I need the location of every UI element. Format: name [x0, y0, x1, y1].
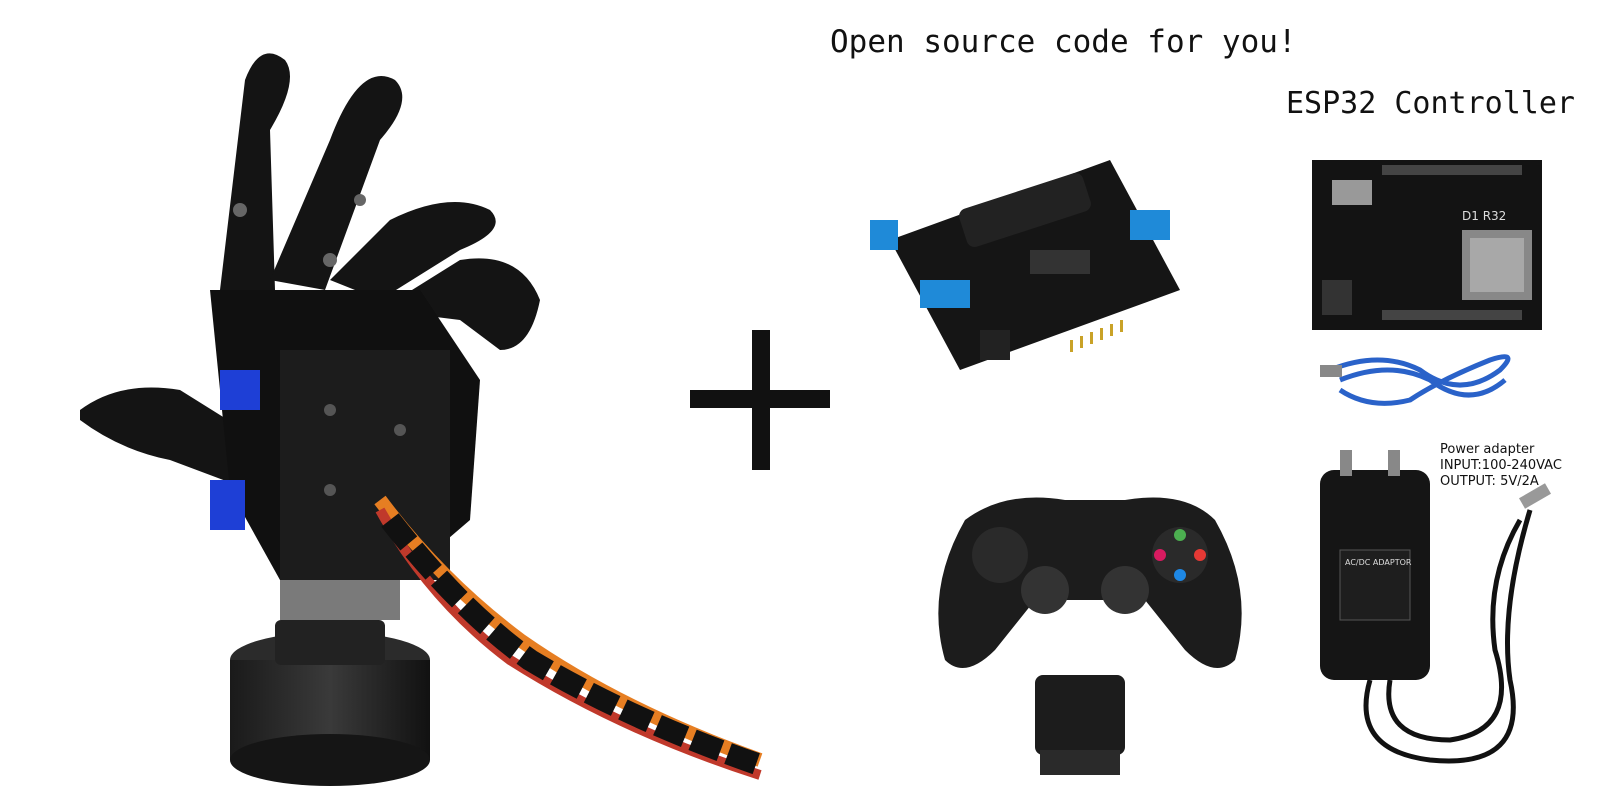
adapter-marking: AC/DC ADAPTOR — [1345, 558, 1412, 567]
esp32-board-image: D1 R32 — [1312, 160, 1542, 330]
robot-hand-image — [80, 53, 764, 786]
power-adapter-label: Power adapter INPUT:100-240VAC OUTPUT: 5… — [1440, 442, 1562, 490]
board-marking: D1 R32 — [1462, 209, 1506, 223]
usb-cable-image — [1320, 354, 1511, 406]
plus-sign — [690, 330, 830, 470]
receiver-image — [1035, 675, 1125, 775]
gamepad-image — [938, 497, 1242, 668]
power-adapter-image: AC/DC ADAPTOR — [1320, 450, 1551, 764]
power-adapter-output: OUTPUT: 5V/2A — [1440, 474, 1539, 489]
controller-label: ESP32 Controller — [1286, 86, 1575, 121]
servo-shield-image — [870, 160, 1180, 370]
power-adapter-title: Power adapter — [1440, 442, 1535, 457]
power-adapter-input: INPUT:100-240VAC — [1440, 458, 1562, 473]
headline: Open source code for you! — [830, 24, 1297, 60]
